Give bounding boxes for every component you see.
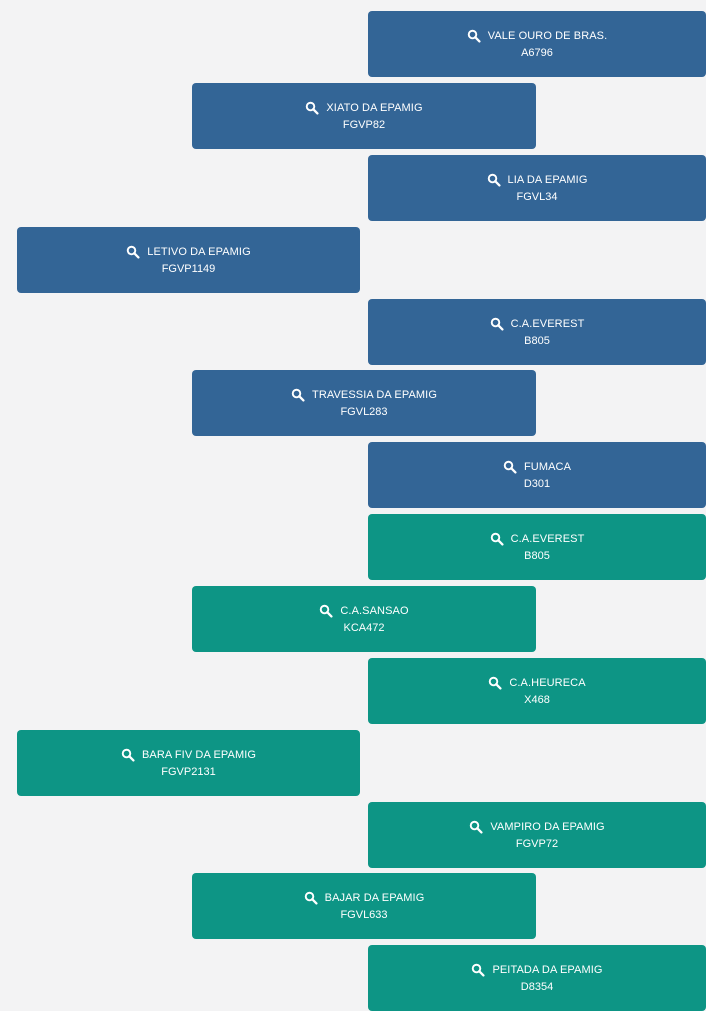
- node-title: C.A.EVEREST: [490, 317, 585, 331]
- node-title: TRAVESSIA DA EPAMIG: [291, 388, 437, 402]
- node-code: D301: [523, 477, 551, 490]
- node-code: FGVL633: [340, 908, 388, 921]
- node-code: A6796: [521, 46, 553, 59]
- node-name: C.A.HEURECA: [509, 676, 586, 689]
- pedigree-node[interactable]: BAJAR DA EPAMIG FGVL633: [192, 873, 536, 939]
- search-icon: [472, 963, 485, 977]
- node-title: C.A.HEURECA: [488, 676, 586, 690]
- pedigree-node[interactable]: C.A.SANSAO KCA472: [192, 586, 536, 652]
- node-name: VALE OURO DE BRAS.: [487, 29, 608, 42]
- search-icon: [121, 748, 135, 762]
- pedigree-node[interactable]: VALE OURO DE BRAS. A6796: [368, 11, 706, 77]
- node-title: BARA FIV DA EPAMIG: [121, 748, 256, 762]
- node-name: TRAVESSIA DA EPAMIG: [312, 388, 437, 401]
- search-icon: [490, 317, 504, 331]
- search-icon: [127, 245, 140, 259]
- pedigree-node[interactable]: BARA FIV DA EPAMIG FGVP2131: [17, 730, 360, 796]
- search-icon: [304, 891, 318, 905]
- pedigree-node[interactable]: LETIVO DA EPAMIG FGVP1149: [17, 227, 360, 293]
- node-name: BARA FIV DA EPAMIG: [141, 748, 257, 761]
- search-icon: [467, 29, 481, 43]
- search-icon: [320, 604, 333, 618]
- pedigree-node[interactable]: PEITADA DA EPAMIG D8354: [368, 945, 706, 1011]
- node-name: PEITADA DA EPAMIG: [492, 963, 603, 976]
- node-title: XIATO DA EPAMIG: [305, 101, 423, 115]
- pedigree-node[interactable]: C.A.EVEREST B805: [368, 514, 706, 580]
- node-title: C.A.EVEREST: [490, 532, 585, 546]
- search-icon: [306, 101, 319, 115]
- node-code: FGVP1149: [161, 262, 216, 275]
- pedigree-node[interactable]: LIA DA EPAMIG FGVL34: [368, 155, 706, 221]
- node-name: C.A.EVEREST: [510, 532, 585, 545]
- pedigree-node[interactable]: XIATO DA EPAMIG FGVP82: [192, 83, 536, 149]
- pedigree-node[interactable]: FUMACA D301: [368, 442, 706, 508]
- search-icon: [487, 173, 501, 187]
- pedigree-node[interactable]: C.A.HEURECA X468: [368, 658, 706, 724]
- node-name: FUMACA: [523, 460, 572, 473]
- pedigree-node[interactable]: C.A.EVEREST B805: [368, 299, 706, 365]
- search-icon: [470, 820, 483, 834]
- node-code: FGVP72: [515, 837, 559, 850]
- node-name: BAJAR DA EPAMIG: [324, 891, 425, 904]
- search-icon: [490, 532, 504, 546]
- search-icon: [291, 388, 305, 402]
- node-code: FGVL283: [340, 405, 388, 418]
- node-name: LIA DA EPAMIG: [507, 173, 588, 186]
- node-code: X468: [524, 693, 550, 706]
- node-name: VAMPIRO DA EPAMIG: [490, 820, 605, 833]
- node-code: B805: [524, 549, 550, 562]
- node-code: FGVL34: [516, 190, 558, 203]
- node-code: KCA472: [343, 621, 385, 634]
- node-code: B805: [524, 334, 550, 347]
- pedigree-node[interactable]: VAMPIRO DA EPAMIG FGVP72: [368, 802, 706, 868]
- node-code: FGVP82: [342, 118, 386, 131]
- node-name: XIATO DA EPAMIG: [326, 101, 423, 114]
- search-icon: [503, 460, 517, 474]
- node-code: D8354: [520, 980, 554, 993]
- node-title: VALE OURO DE BRAS.: [467, 29, 608, 43]
- node-title: BAJAR DA EPAMIG: [304, 891, 425, 905]
- node-title: VAMPIRO DA EPAMIG: [469, 820, 605, 834]
- node-name: C.A.SANSAO: [340, 604, 409, 617]
- node-title: C.A.SANSAO: [319, 604, 409, 618]
- node-name: LETIVO DA EPAMIG: [147, 245, 251, 258]
- node-title: LIA DA EPAMIG: [487, 173, 588, 187]
- node-name: C.A.EVEREST: [510, 317, 585, 330]
- node-title: PEITADA DA EPAMIG: [471, 963, 602, 977]
- node-title: LETIVO DA EPAMIG: [126, 245, 251, 259]
- pedigree-node[interactable]: TRAVESSIA DA EPAMIG FGVL283: [192, 370, 536, 436]
- node-code: FGVP2131: [161, 765, 216, 778]
- search-icon: [489, 676, 502, 690]
- node-title: FUMACA: [503, 460, 571, 474]
